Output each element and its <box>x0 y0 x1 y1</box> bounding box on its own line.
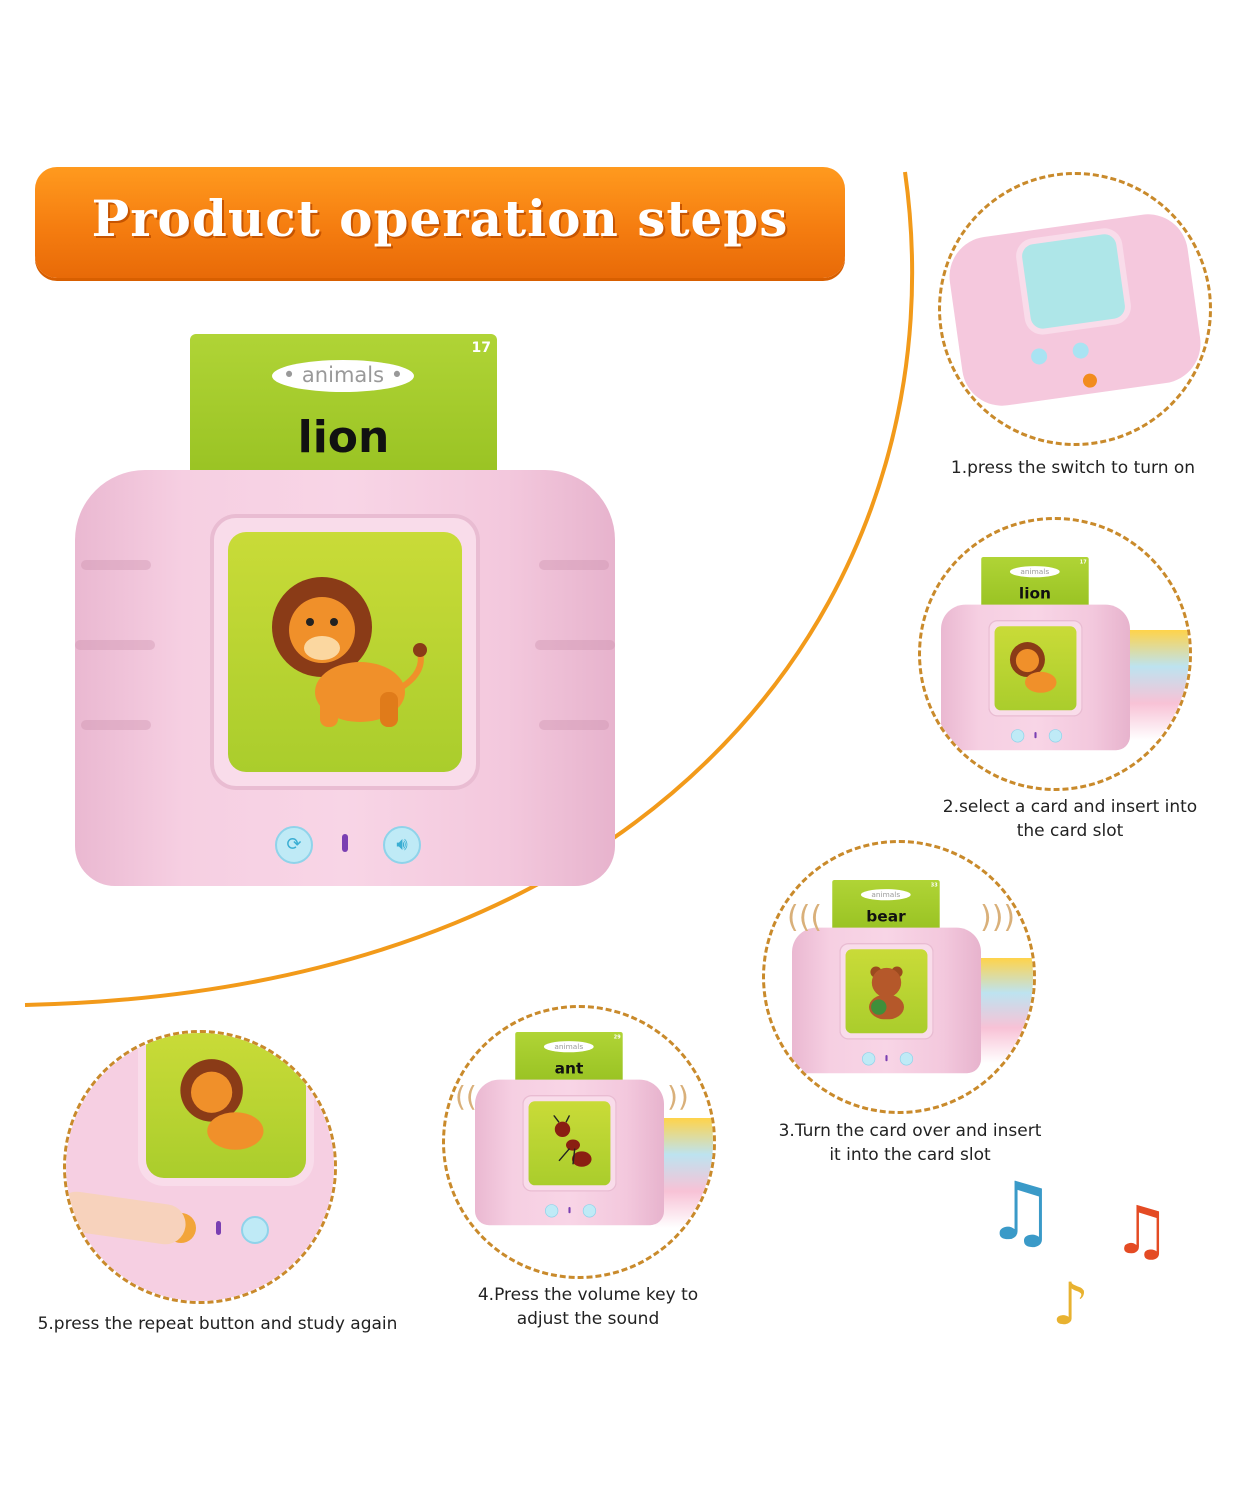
music-note-icon: ♫ <box>1112 1192 1172 1269</box>
volume-button[interactable]: 🔊︎ <box>383 826 421 864</box>
card-word: bear <box>866 907 906 926</box>
sound-waves-icon: (( <box>455 1080 477 1113</box>
music-note-icon: ♫ <box>985 1165 1057 1258</box>
step-1-label: 1.press the switch to turn on <box>950 458 1196 478</box>
indicator-light <box>342 834 348 852</box>
ant-icon <box>553 1115 592 1167</box>
device-closeup <box>66 1033 334 1301</box>
card-word: lion <box>1018 584 1052 603</box>
finger <box>66 1189 189 1247</box>
step-5-label: 5.press the repeat button and study agai… <box>37 1314 398 1334</box>
lion-icon <box>180 1058 264 1150</box>
title-banner: Product operation steps <box>35 167 845 278</box>
main-device: • animals • 17 lion ⟳ 🔊︎ <box>75 334 615 894</box>
screen <box>1020 232 1127 331</box>
flash-card: • animals • 17 lion <box>190 334 497 484</box>
card-number: 17 <box>471 340 491 356</box>
device-top-view <box>944 209 1206 411</box>
repeat-button[interactable]: ⟳ <box>275 826 313 864</box>
power-switch <box>1082 372 1098 389</box>
screen <box>228 532 462 772</box>
card-stack <box>655 1118 713 1228</box>
lion-icon <box>1009 642 1057 693</box>
card-word: lion <box>297 412 390 463</box>
lion-icon <box>272 577 427 727</box>
repeat-button <box>1030 347 1049 366</box>
device-body: ⟳ 🔊︎ <box>75 470 615 886</box>
bear-icon <box>869 966 904 1020</box>
card-stack <box>1126 630 1189 740</box>
music-note-icon: ♪ <box>1052 1270 1090 1338</box>
card-word: ant <box>554 1059 584 1078</box>
card-category: • animals • <box>272 360 414 392</box>
sound-waves-icon: ((( <box>787 900 823 935</box>
page-title: Product operation steps <box>91 189 789 248</box>
volume-button <box>1071 341 1090 360</box>
screen-frame <box>210 514 480 790</box>
screen <box>146 1033 306 1178</box>
step-1-circle <box>938 172 1212 446</box>
indicator-light <box>216 1221 221 1235</box>
step-5-circle <box>63 1030 337 1304</box>
volume-button <box>241 1216 269 1244</box>
sound-waves-icon: )) <box>667 1080 689 1113</box>
sound-waves-icon: ))) <box>980 900 1016 935</box>
